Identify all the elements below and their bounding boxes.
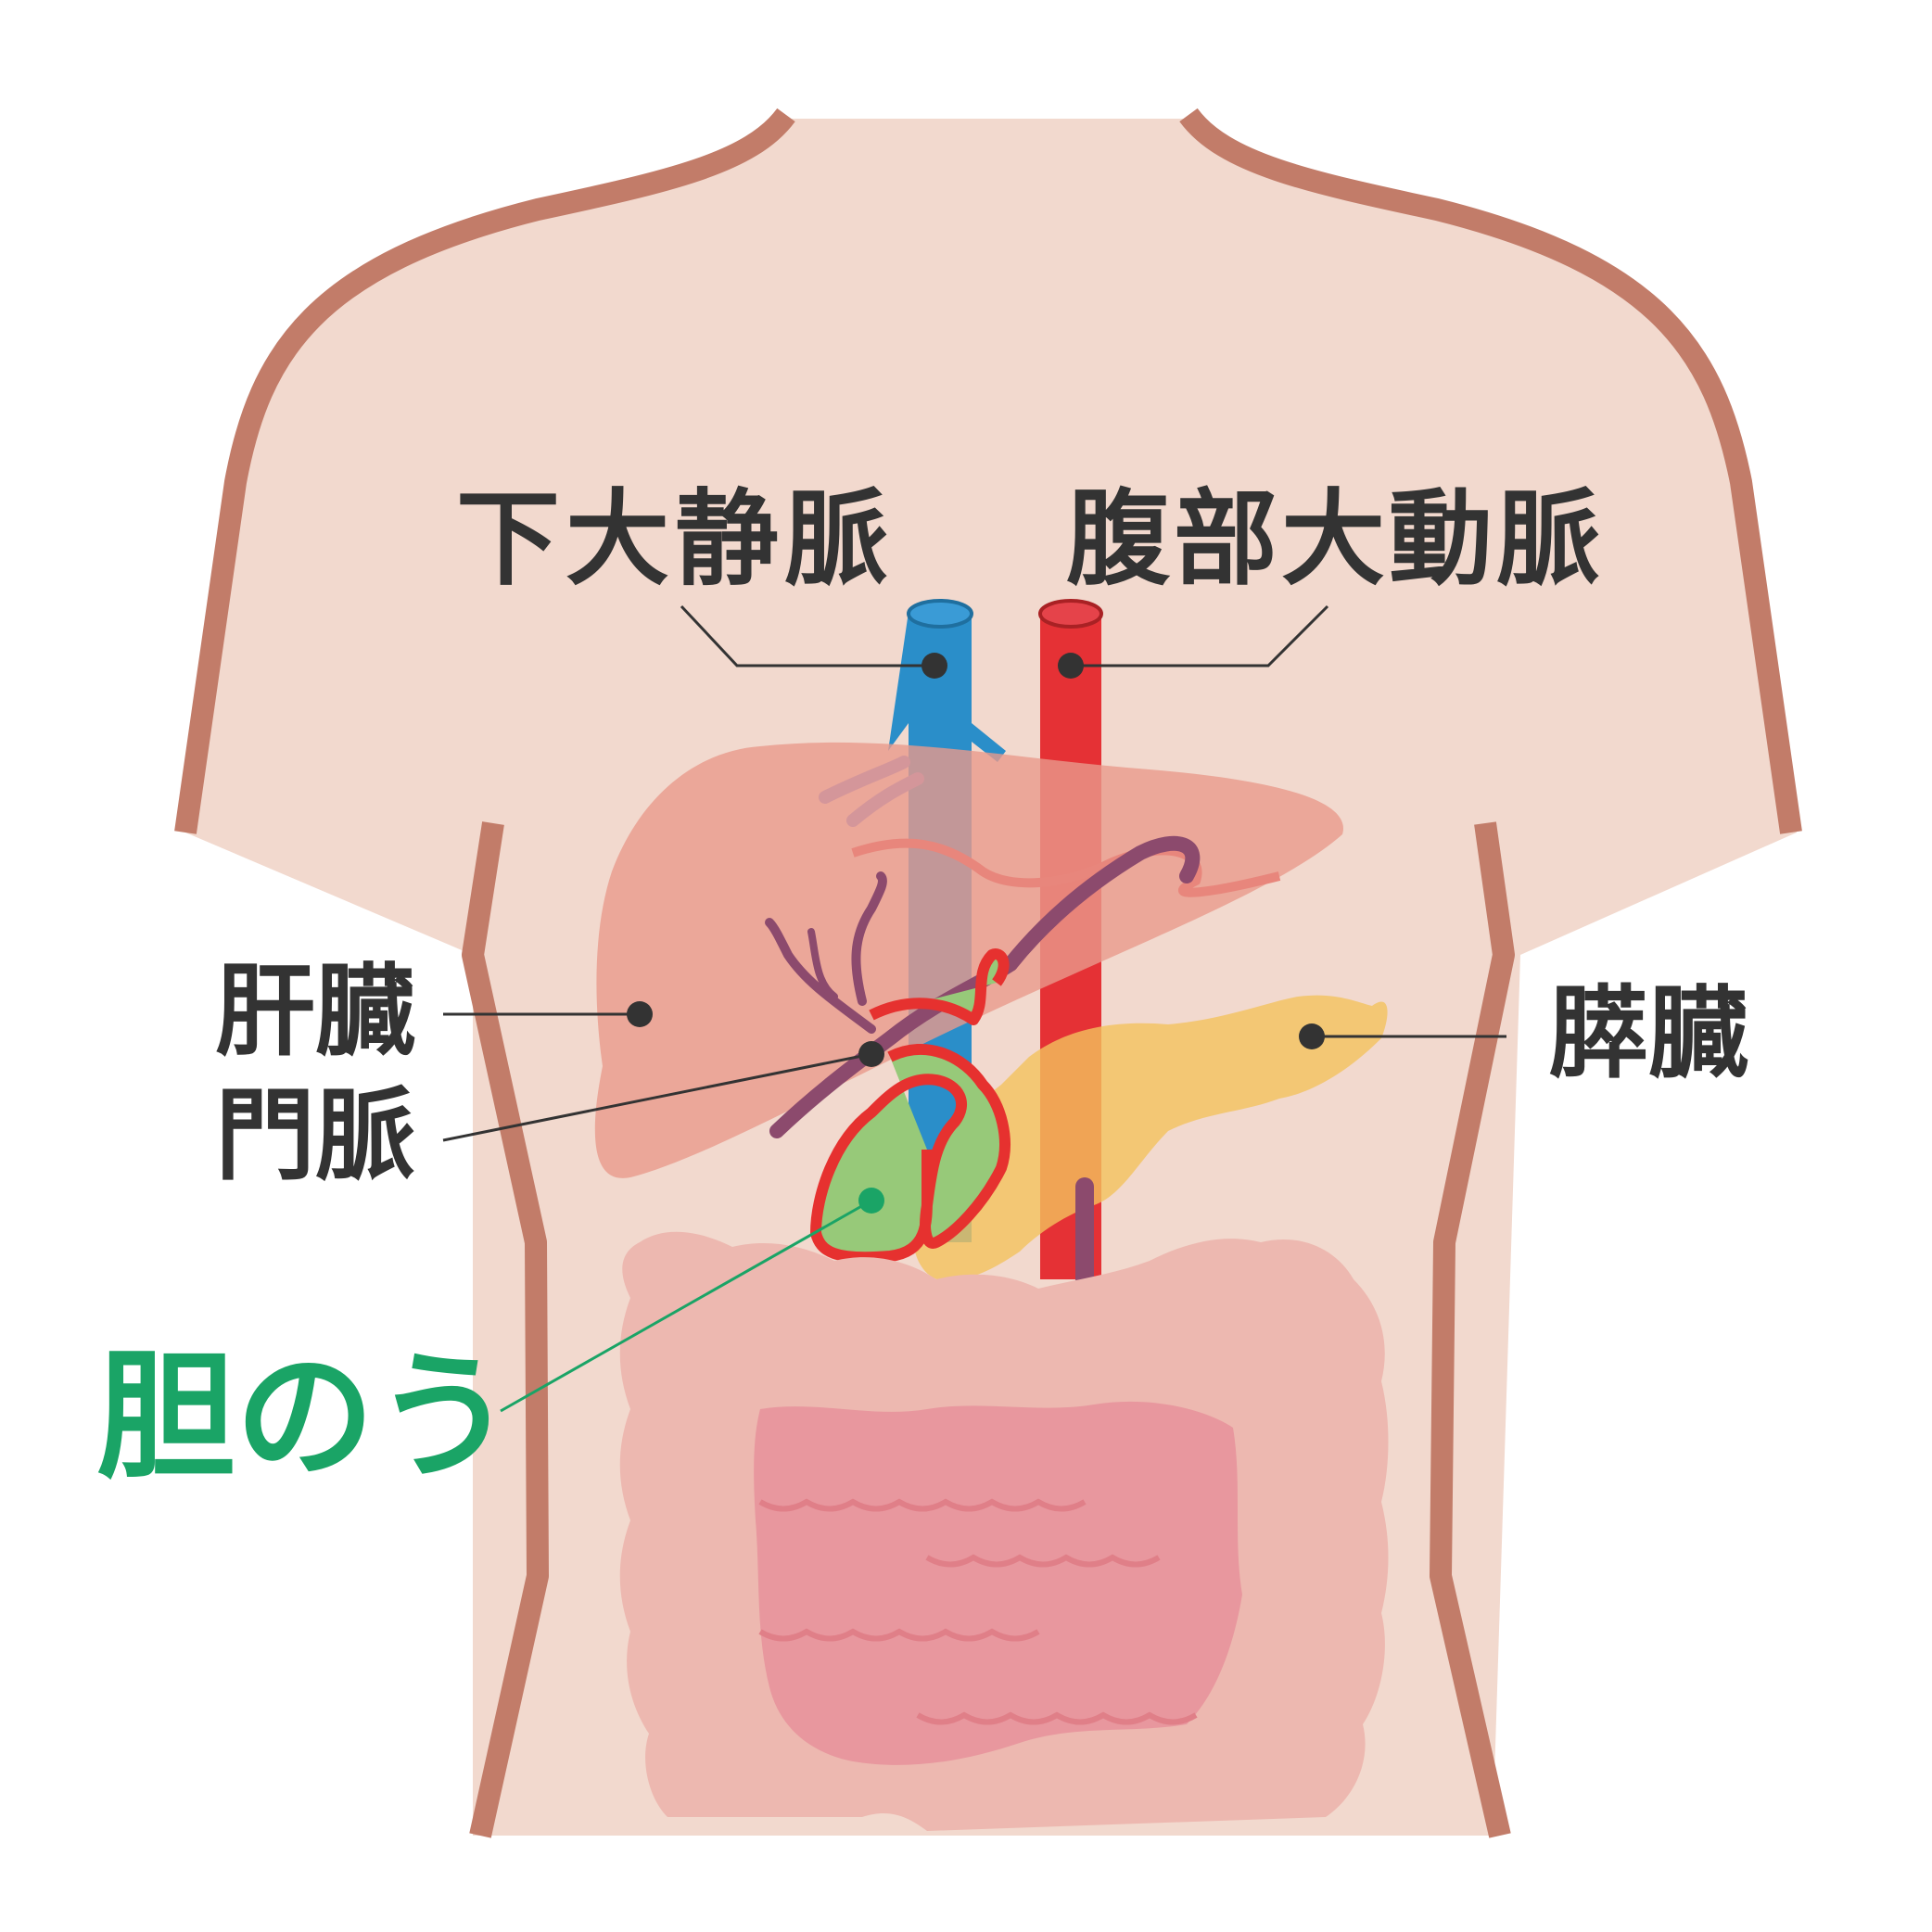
- portal-vein-leader: [442, 1052, 872, 1142]
- waist-outline-left: [462, 821, 549, 1838]
- label-aorta: 腹部大動脈: [1066, 479, 1604, 600]
- gallbladder-leader: [500, 1199, 872, 1413]
- waist-outline-right: [1430, 821, 1515, 1838]
- torso-outline-left: [174, 108, 795, 834]
- torso-outline-right: [1179, 108, 1802, 834]
- ivc-marker: [922, 653, 947, 679]
- small-intestine: [754, 1401, 1242, 1765]
- ivc-leader: [680, 604, 934, 667]
- hepatic-vessel-left: [819, 756, 924, 827]
- intestine-folds: [758, 1498, 1198, 1725]
- portal-vein-marker: [858, 1041, 884, 1067]
- gallbladder-marker: [858, 1188, 884, 1214]
- aorta-leader: [1071, 604, 1329, 667]
- label-gallbladder: 胆のう: [96, 1337, 514, 1498]
- leader-lines: [442, 604, 1506, 1413]
- label-ivc: 下大静脈: [456, 479, 894, 600]
- portal-vein: [765, 835, 1201, 1289]
- pancreas-marker: [1299, 1023, 1325, 1049]
- aorta-marker: [1058, 653, 1084, 679]
- label-pancreas: 膵臓: [1548, 976, 1748, 1092]
- label-liver: 肝臓: [215, 954, 415, 1070]
- liver-marker: [627, 1001, 653, 1027]
- pancreas: [912, 995, 1388, 1281]
- label-portal-vein: 門脈: [215, 1078, 415, 1194]
